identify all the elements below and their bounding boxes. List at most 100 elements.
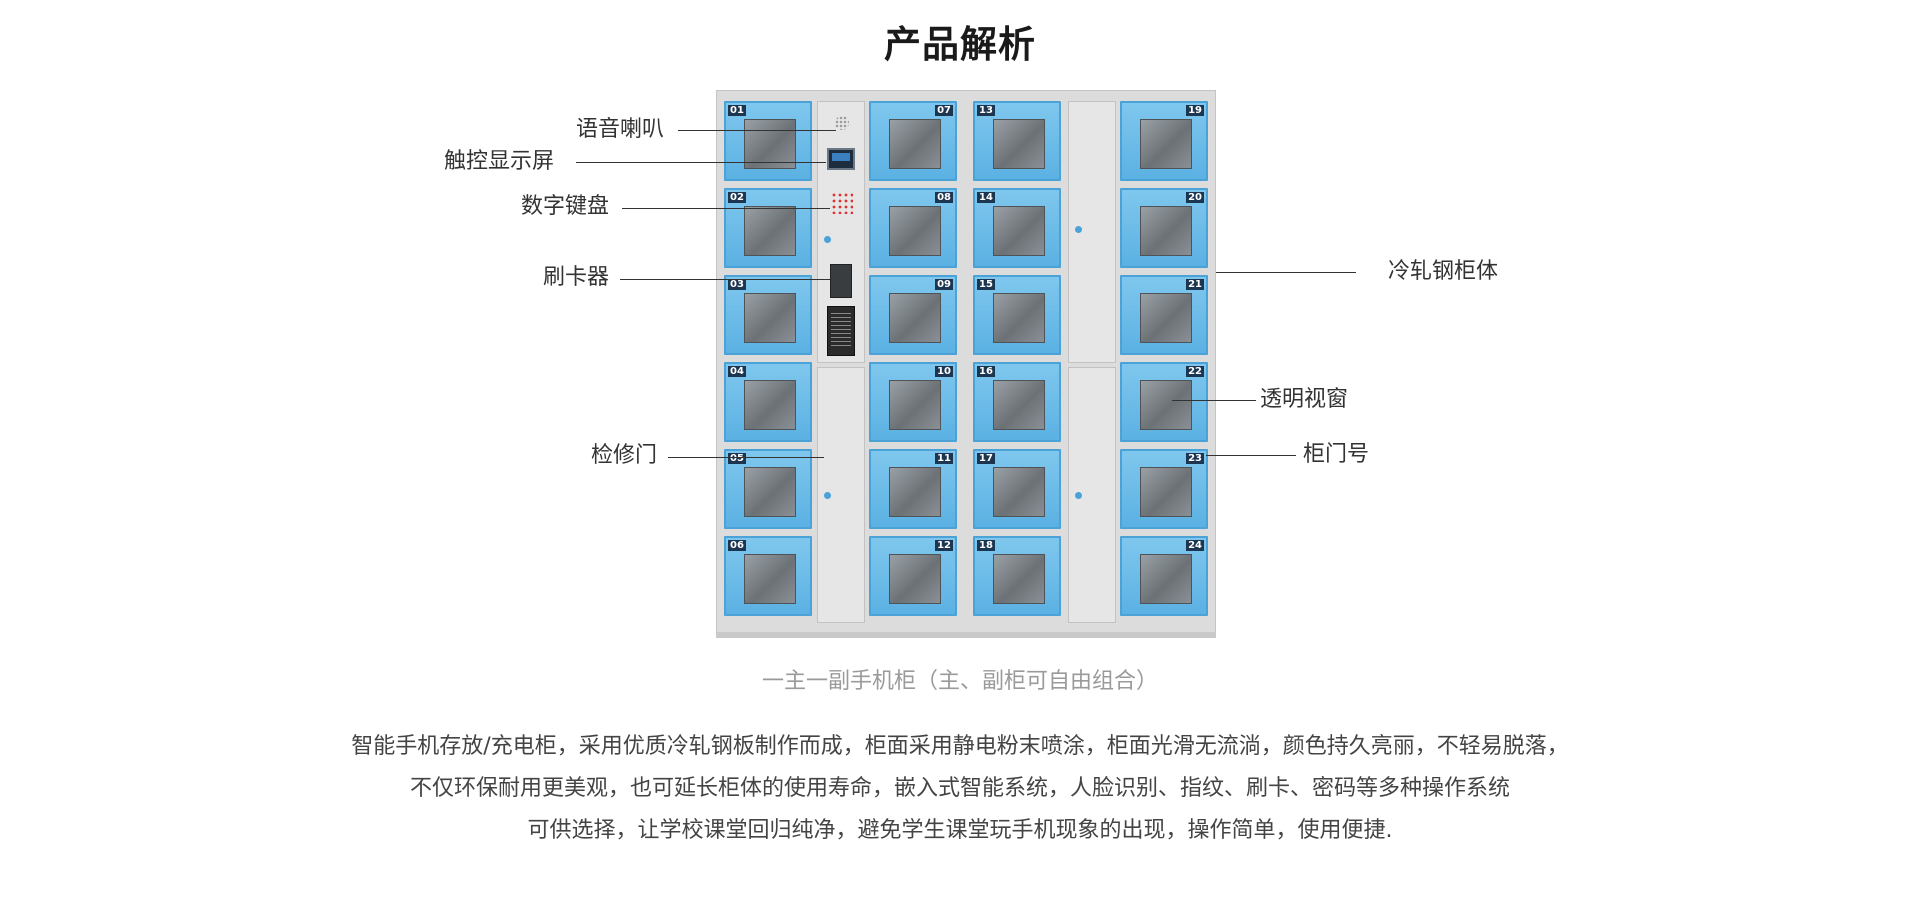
door-number: 05 [728,453,746,464]
door-number: 20 [1186,192,1204,203]
image-caption: 一主一副手机柜（主、副柜可自由组合） [761,669,1158,694]
locker-door: 02 [724,188,812,268]
side-panel [1068,367,1116,623]
locker-door: 01 [724,101,812,181]
window-pane [993,206,1045,256]
window-pane [889,380,941,430]
window-pane [993,293,1045,343]
locker-door: 22 [1120,362,1208,442]
lock-knob-icon [824,492,831,499]
door-number: 07 [935,105,953,116]
lock-knob-icon [824,236,831,243]
locker-door: 11 [869,449,957,529]
door-number: 09 [935,279,953,290]
window-pane [744,380,796,430]
locker-door: 20 [1120,188,1208,268]
window-pane [993,380,1045,430]
callout-steel-body: 冷轧钢柜体 [1388,259,1499,284]
locker-door: 08 [869,188,957,268]
locker-door: 18 [973,536,1061,616]
locker-door: 12 [869,536,957,616]
window-pane [744,206,796,256]
door-number: 03 [728,279,746,290]
window-pane [889,554,941,604]
locker-door: 04 [724,362,812,442]
window-pane [1140,293,1192,343]
window-pane [889,467,941,517]
lock-knob-icon [1075,492,1082,499]
locker-door: 10 [869,362,957,442]
instruction-sheet [827,306,855,356]
description-line: 可供选择，让学校课堂回归纯净，避免学生课堂玩手机现象的出现，操作简单，使用便捷. [527,818,1393,843]
cabinet-base [716,632,1216,638]
callout-speaker: 语音喇叭 [576,117,665,142]
window-pane [1140,380,1192,430]
speaker-icon [835,116,849,130]
callout-card-reader: 刷卡器 [543,265,610,290]
locker-door: 15 [973,275,1061,355]
door-number: 13 [977,105,995,116]
door-number: 10 [935,366,953,377]
keypad-icon [831,192,853,214]
window-pane [1140,119,1192,169]
door-number: 02 [728,192,746,203]
leader-line [1206,455,1296,456]
callout-door-number: 柜门号 [1303,442,1370,467]
side-panel [1068,101,1116,363]
door-number: 04 [728,366,746,377]
window-pane [993,119,1045,169]
window-pane [1140,467,1192,517]
door-number: 01 [728,105,746,116]
description-line: 不仅环保耐用更美观，也可延长柜体的使用寿命，嵌入式智能系统，人脸识别、指纹、刷卡… [409,776,1510,801]
leader-line [668,457,824,458]
service-door-panel [817,367,865,623]
door-number: 16 [977,366,995,377]
window-pane [1140,206,1192,256]
window-pane [993,554,1045,604]
product-description: 智能手机存放/充电柜，采用优质冷轧钢板制作而成，柜面采用静电粉末喷涂，柜面光滑无… [0,726,1920,852]
leader-line [1172,400,1256,401]
door-number: 12 [935,540,953,551]
door-number: 22 [1186,366,1204,377]
locker-door: 24 [1120,536,1208,616]
locker-door: 21 [1120,275,1208,355]
locker-door: 23 [1120,449,1208,529]
callout-touchscreen: 触控显示屏 [444,149,555,174]
locker-door: 05 [724,449,812,529]
door-number: 21 [1186,279,1204,290]
leader-line [576,162,826,163]
door-number: 23 [1186,453,1204,464]
window-pane [744,119,796,169]
window-pane [744,467,796,517]
window-pane [744,554,796,604]
leader-line [1216,272,1356,273]
door-number: 08 [935,192,953,203]
window-pane [889,119,941,169]
window-pane [1140,554,1192,604]
touchscreen-icon [827,148,855,170]
locker-door: 09 [869,275,957,355]
door-number: 24 [1186,540,1204,551]
locker-door: 14 [973,188,1061,268]
door-number: 06 [728,540,746,551]
locker-door: 13 [973,101,1061,181]
callout-window: 透明视窗 [1260,387,1349,412]
window-pane [889,206,941,256]
page-title: 产品解析 [884,23,1036,66]
control-panel [817,101,865,363]
door-number: 17 [977,453,995,464]
door-number: 14 [977,192,995,203]
locker-door: 19 [1120,101,1208,181]
window-pane [993,467,1045,517]
lock-knob-icon [1075,226,1082,233]
leader-line [622,208,830,209]
callout-keypad: 数字键盘 [521,194,610,219]
window-pane [889,293,941,343]
locker-cabinet-image: 01 02 03 04 05 06 07 08 09 10 11 12 13 1… [716,90,1216,634]
locker-door: 07 [869,101,957,181]
leader-line [620,279,830,280]
locker-door: 03 [724,275,812,355]
callout-service-door: 检修门 [591,443,658,468]
leader-line [678,130,836,131]
description-line: 智能手机存放/充电柜，采用优质冷轧钢板制作而成，柜面采用静电粉末喷涂，柜面光滑无… [351,734,1569,759]
